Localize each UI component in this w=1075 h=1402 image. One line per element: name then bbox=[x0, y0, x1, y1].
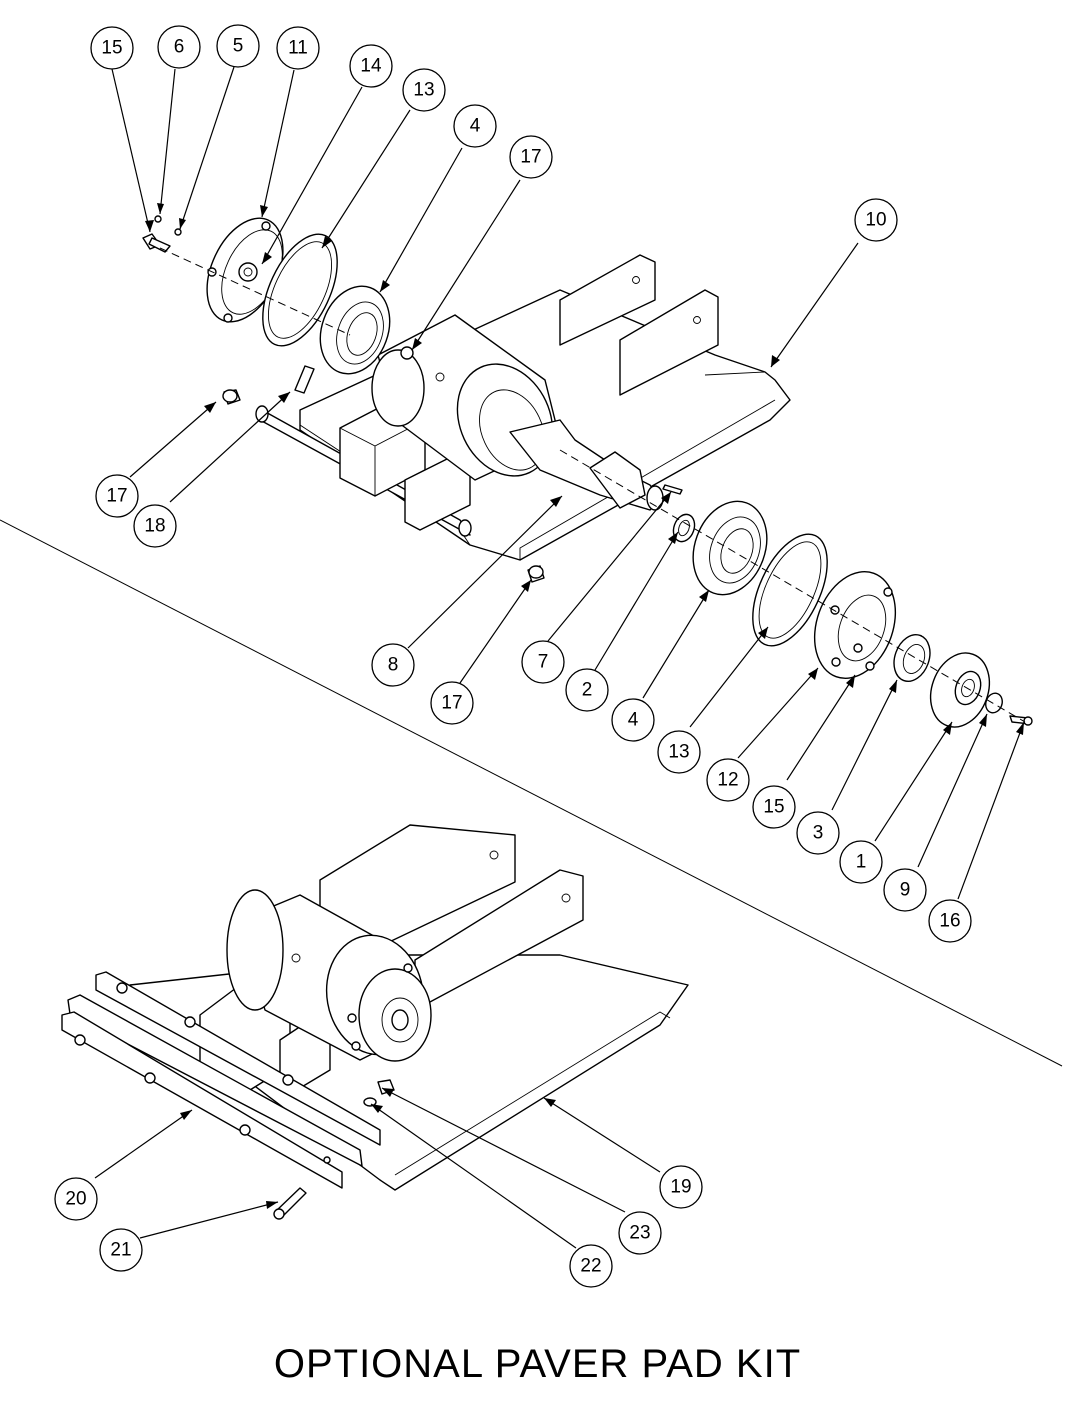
callout-14: 14 bbox=[349, 44, 393, 88]
callout-label: 16 bbox=[939, 911, 960, 932]
paver-pad-strip-middle bbox=[67, 994, 363, 1167]
callout-label: 18 bbox=[144, 516, 165, 537]
callout-13: 13 bbox=[402, 68, 446, 112]
callouts: 15 6 5 11 14 13 4 17 10 17 18 8 17 7 2 4… bbox=[54, 24, 972, 1288]
callout-label: 8 bbox=[388, 655, 399, 676]
callout-label: 14 bbox=[360, 56, 382, 77]
paver-pad-strip-lower bbox=[61, 1011, 343, 1189]
pin-18 bbox=[294, 365, 315, 394]
callout-2: 2 bbox=[565, 668, 609, 712]
callout-label: 7 bbox=[538, 652, 549, 673]
callout-label: 2 bbox=[582, 680, 593, 701]
washer-2 bbox=[672, 513, 696, 543]
callout-label: 21 bbox=[110, 1240, 131, 1261]
callout-label: 6 bbox=[174, 37, 185, 58]
callout-label: 13 bbox=[413, 80, 434, 101]
callout-label: 10 bbox=[865, 210, 886, 231]
callout-17: 17 bbox=[509, 135, 553, 179]
callout-21: 21 bbox=[99, 1228, 143, 1272]
section-divider-line bbox=[0, 519, 1063, 1067]
callout-6: 6 bbox=[157, 25, 201, 69]
pulley-1 bbox=[929, 652, 991, 728]
callout-11: 11 bbox=[276, 26, 320, 70]
callout-label: 5 bbox=[233, 36, 244, 57]
callout-7: 7 bbox=[521, 640, 565, 684]
callout-label: 19 bbox=[670, 1177, 691, 1198]
arrowheads bbox=[145, 203, 1024, 1209]
callout-5: 5 bbox=[216, 24, 260, 68]
callout-19: 19 bbox=[659, 1165, 703, 1209]
rail-front bbox=[619, 289, 719, 396]
washer-22 bbox=[363, 1097, 377, 1107]
callout-label: 3 bbox=[813, 823, 824, 844]
callout-label: 1 bbox=[856, 852, 867, 873]
bearing-4-left bbox=[319, 285, 391, 375]
callout-label: 4 bbox=[470, 116, 481, 137]
assembly-axis bbox=[159, 247, 1026, 723]
seal-3 bbox=[893, 634, 931, 682]
kit-title: OPTIONAL PAVER PAD KIT bbox=[273, 1342, 802, 1386]
callout-label: 12 bbox=[717, 770, 738, 791]
callout-label: 17 bbox=[106, 486, 127, 507]
key-7 bbox=[662, 484, 683, 495]
callout-15: 15 bbox=[752, 785, 796, 829]
callout-label: 20 bbox=[65, 1189, 86, 1210]
bearing-4-right bbox=[692, 500, 768, 596]
callout-label: 17 bbox=[441, 693, 462, 714]
callout-15: 15 bbox=[90, 26, 134, 70]
paver-pad-assembly bbox=[61, 824, 689, 1220]
bolt-15-left bbox=[142, 233, 171, 253]
callout-label: 17 bbox=[520, 147, 541, 168]
callout-20: 20 bbox=[54, 1177, 98, 1221]
callout-17: 17 bbox=[430, 681, 474, 725]
bearing-cover-12 bbox=[813, 571, 897, 679]
rail-rear bbox=[559, 254, 656, 346]
paver-pad-strip-upper bbox=[95, 971, 381, 1146]
callout-12: 12 bbox=[706, 758, 750, 802]
callout-label: 15 bbox=[763, 797, 784, 818]
callout-label: 9 bbox=[900, 880, 911, 901]
gasket-13-right bbox=[752, 533, 828, 647]
washer-6 bbox=[154, 215, 162, 223]
callout-3: 3 bbox=[796, 811, 840, 855]
callout-9: 9 bbox=[883, 868, 927, 912]
callout-17: 17 bbox=[95, 474, 139, 518]
callout-13: 13 bbox=[657, 730, 701, 774]
callout-label: 23 bbox=[629, 1223, 650, 1244]
gasket-13-left bbox=[262, 233, 338, 347]
callout-label: 22 bbox=[580, 1256, 601, 1277]
main-plate-assembly bbox=[142, 215, 1033, 728]
callout-22: 22 bbox=[569, 1244, 613, 1288]
callout-4: 4 bbox=[611, 698, 655, 742]
callout-10: 10 bbox=[854, 198, 898, 242]
callout-1: 1 bbox=[839, 840, 883, 884]
callout-label: 15 bbox=[101, 38, 122, 59]
end-cap-11 bbox=[206, 217, 290, 323]
callout-8: 8 bbox=[371, 643, 415, 687]
callout-16: 16 bbox=[928, 899, 972, 943]
nut-5 bbox=[174, 228, 182, 236]
callout-23: 23 bbox=[618, 1211, 662, 1255]
callout-label: 13 bbox=[668, 742, 689, 763]
leader-lines bbox=[94, 66, 1025, 1249]
callout-18: 18 bbox=[133, 504, 177, 548]
callout-4: 4 bbox=[453, 104, 497, 148]
washer-9 bbox=[985, 692, 1003, 714]
callout-label: 4 bbox=[628, 710, 639, 731]
callout-label: 11 bbox=[288, 38, 308, 59]
